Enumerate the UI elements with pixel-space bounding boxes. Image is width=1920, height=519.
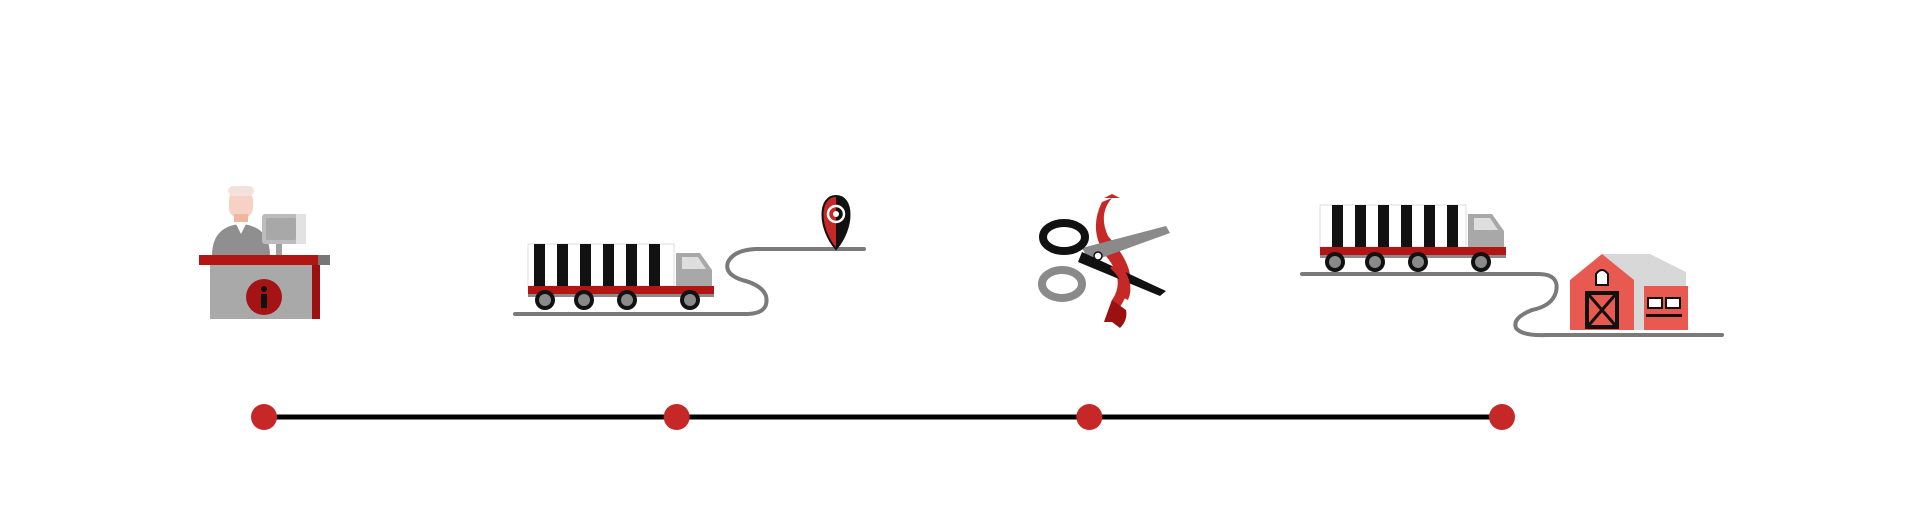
person-collar bbox=[236, 224, 246, 234]
truck-2-stripes bbox=[1332, 205, 1458, 247]
truck-1 bbox=[527, 243, 714, 310]
scissors-blade-grey bbox=[1082, 226, 1170, 262]
ribbon-lower bbox=[1104, 300, 1127, 328]
scissors-ribbon-icon bbox=[1038, 194, 1170, 328]
person-neck bbox=[234, 214, 248, 222]
route-road bbox=[513, 247, 866, 316]
monitor-stand bbox=[276, 244, 282, 256]
truck-2-window bbox=[1474, 218, 1498, 230]
truck-barn-icon bbox=[1300, 204, 1724, 338]
desk-side bbox=[312, 265, 320, 319]
barn-window-1 bbox=[1647, 297, 1663, 309]
barn-window-2 bbox=[1665, 297, 1681, 309]
scissors-pivot bbox=[1093, 251, 1103, 261]
truck-2-chassis bbox=[1320, 247, 1506, 255]
desk-top-edge bbox=[318, 255, 330, 265]
truck-2-wheels bbox=[1325, 252, 1491, 272]
truck-2-cargo bbox=[1319, 204, 1467, 248]
info-dot bbox=[261, 286, 267, 292]
barn-icon bbox=[1570, 254, 1688, 330]
truck-1-wheels bbox=[535, 290, 700, 310]
timeline-node-1 bbox=[251, 404, 277, 430]
timeline-node-2 bbox=[663, 404, 690, 430]
barn-loft-window bbox=[1595, 269, 1609, 286]
barn-door-cross bbox=[1587, 294, 1617, 326]
truck-2 bbox=[1319, 204, 1506, 272]
timeline bbox=[251, 404, 1515, 430]
person-head bbox=[229, 190, 253, 218]
monitor-screen bbox=[266, 218, 296, 240]
location-pin-icon bbox=[821, 194, 851, 251]
desk-top bbox=[199, 255, 329, 265]
info-stem bbox=[261, 294, 267, 308]
information-desk-icon bbox=[199, 186, 330, 319]
barn-route-road bbox=[1300, 272, 1724, 338]
scissors-handle-grey bbox=[1038, 266, 1086, 302]
scissors-handle-black bbox=[1039, 219, 1089, 255]
truck-1-window bbox=[682, 257, 706, 269]
monitor-side bbox=[296, 214, 306, 244]
timeline-node-4 bbox=[1489, 404, 1515, 430]
truck-1-chassis bbox=[528, 286, 714, 294]
truck-1-stripes bbox=[534, 244, 660, 286]
barn-side-trim bbox=[1646, 314, 1682, 317]
timeline-node-3 bbox=[1076, 404, 1103, 430]
truck-route-icon bbox=[513, 194, 866, 316]
person-hair bbox=[228, 186, 254, 196]
ribbon-overlap bbox=[1110, 262, 1131, 300]
ribbon-notch-top bbox=[1104, 194, 1120, 198]
person-body bbox=[212, 224, 270, 256]
